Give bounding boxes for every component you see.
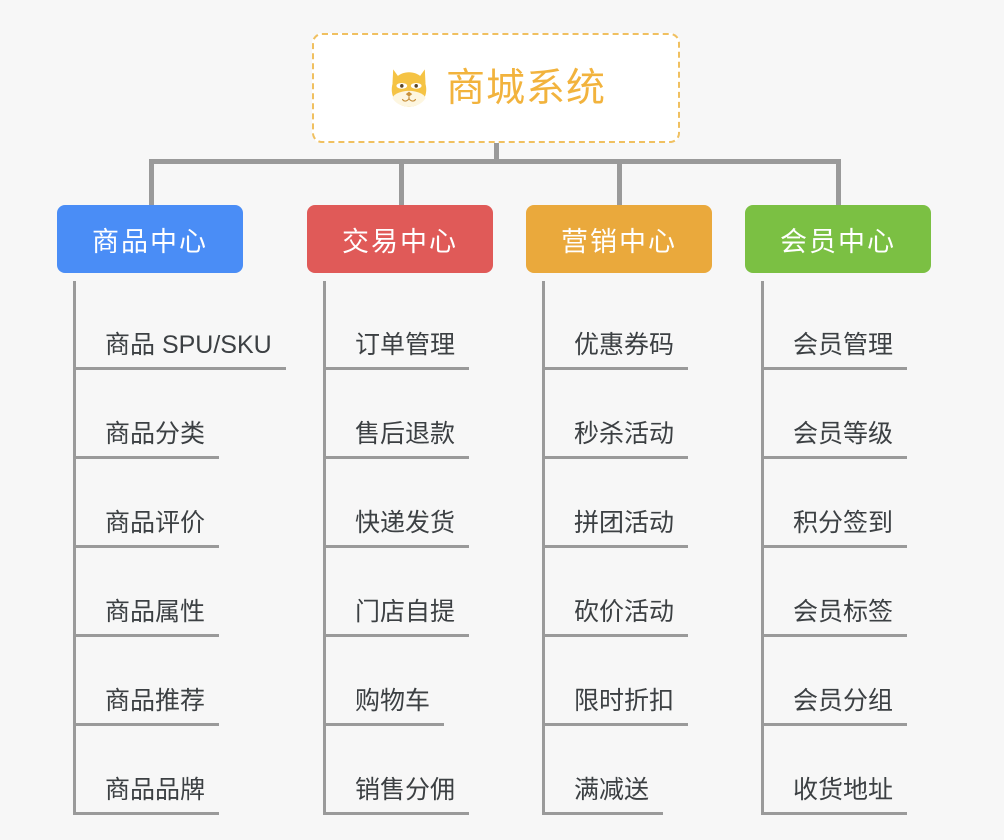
leaf-label: 优惠券码	[542, 333, 689, 370]
leaf-label: 秒杀活动	[542, 422, 689, 459]
category-header-member-center[interactable]: 会员中心	[745, 205, 931, 273]
leaf-spine	[761, 281, 764, 815]
connector-drop-product-center	[149, 159, 154, 207]
root-node-title: 商城系统	[445, 66, 606, 110]
leaf-item-limited-time-discount[interactable]: 限时折扣	[542, 637, 712, 726]
leaf-item-points-checkin[interactable]: 积分签到	[761, 459, 931, 548]
leaf-item-after-sales-refund[interactable]: 售后退款	[323, 370, 493, 459]
leaf-item-bargain-activity[interactable]: 砍价活动	[542, 548, 712, 637]
leaf-spine	[323, 281, 326, 815]
leaf-item-product-category[interactable]: 商品分类	[73, 370, 286, 459]
leaf-item-member-management[interactable]: 会员管理	[761, 281, 931, 370]
leaf-item-sales-commission[interactable]: 销售分佣	[323, 726, 493, 815]
connector-drop-member-center	[836, 159, 841, 207]
leaf-label: 门店自提	[323, 600, 470, 637]
leaf-item-member-group[interactable]: 会员分组	[761, 637, 931, 726]
leaf-item-product-review[interactable]: 商品评价	[73, 459, 286, 548]
branch-product-center: 商品中心 商品 SPU/SKU 商品分类 商品评价 商品属性 商品推荐 商品品牌	[57, 205, 286, 815]
leaf-label: 商品评价	[73, 511, 220, 548]
category-title: 营销中心	[561, 226, 677, 257]
leaf-label: 订单管理	[323, 333, 470, 370]
branch-member-center: 会员中心 会员管理 会员等级 积分签到 会员标签 会员分组 收货地址	[745, 205, 931, 815]
leaf-label: 满减送	[542, 778, 664, 815]
leaf-list-member-center: 会员管理 会员等级 积分签到 会员标签 会员分组 收货地址	[761, 273, 931, 815]
leaf-label: 收货地址	[761, 778, 908, 815]
leaf-item-product-spu-sku[interactable]: 商品 SPU/SKU	[73, 281, 286, 370]
leaf-label: 拼团活动	[542, 511, 689, 548]
leaf-label: 销售分佣	[323, 778, 470, 815]
leaf-spine	[542, 281, 545, 815]
leaf-label: 商品属性	[73, 600, 220, 637]
leaf-label: 会员标签	[761, 600, 908, 637]
leaf-item-product-attribute[interactable]: 商品属性	[73, 548, 286, 637]
leaf-item-full-reduction-gift[interactable]: 满减送	[542, 726, 712, 815]
leaf-item-shopping-cart[interactable]: 购物车	[323, 637, 493, 726]
leaf-spine	[73, 281, 76, 815]
connector-drop-transaction-center	[399, 159, 404, 207]
leaf-label: 限时折扣	[542, 689, 689, 726]
leaf-label: 商品 SPU/SKU	[73, 333, 286, 370]
connector-drop-marketing-center	[617, 159, 622, 207]
leaf-item-coupon-code[interactable]: 优惠券码	[542, 281, 712, 370]
connector-horizontal-bus	[149, 159, 841, 164]
category-title: 商品中心	[92, 226, 208, 257]
leaf-list-product-center: 商品 SPU/SKU 商品分类 商品评价 商品属性 商品推荐 商品品牌	[73, 273, 286, 815]
shiba-inu-dog-face-icon	[391, 69, 427, 107]
connector-root-stem	[494, 143, 499, 163]
leaf-item-member-tag[interactable]: 会员标签	[761, 548, 931, 637]
leaf-label: 购物车	[323, 689, 445, 726]
leaf-item-product-recommendation[interactable]: 商品推荐	[73, 637, 286, 726]
leaf-label: 商品品牌	[73, 778, 220, 815]
leaf-item-store-pickup[interactable]: 门店自提	[323, 548, 493, 637]
leaf-label: 会员管理	[761, 333, 908, 370]
branch-marketing-center: 营销中心 优惠券码 秒杀活动 拼团活动 砍价活动 限时折扣 满减送	[526, 205, 712, 815]
category-header-product-center[interactable]: 商品中心	[57, 205, 243, 273]
leaf-item-member-level[interactable]: 会员等级	[761, 370, 931, 459]
leaf-item-group-buying[interactable]: 拼团活动	[542, 459, 712, 548]
category-header-transaction-center[interactable]: 交易中心	[307, 205, 493, 273]
leaf-label: 商品推荐	[73, 689, 220, 726]
leaf-label: 商品分类	[73, 422, 220, 459]
leaf-item-express-shipping[interactable]: 快递发货	[323, 459, 493, 548]
leaf-label: 砍价活动	[542, 600, 689, 637]
category-title: 会员中心	[780, 226, 896, 257]
leaf-label: 售后退款	[323, 422, 470, 459]
leaf-item-order-management[interactable]: 订单管理	[323, 281, 493, 370]
leaf-label: 快递发货	[323, 511, 470, 548]
root-node-mall-system[interactable]: 商城系统	[312, 33, 680, 143]
leaf-list-transaction-center: 订单管理 售后退款 快递发货 门店自提 购物车 销售分佣	[323, 273, 493, 815]
category-title: 交易中心	[342, 226, 458, 257]
leaf-label: 积分签到	[761, 511, 908, 548]
branch-transaction-center: 交易中心 订单管理 售后退款 快递发货 门店自提 购物车 销售分佣	[307, 205, 493, 815]
leaf-item-flash-sale[interactable]: 秒杀活动	[542, 370, 712, 459]
leaf-item-shipping-address[interactable]: 收货地址	[761, 726, 931, 815]
leaf-item-product-brand[interactable]: 商品品牌	[73, 726, 286, 815]
leaf-list-marketing-center: 优惠券码 秒杀活动 拼团活动 砍价活动 限时折扣 满减送	[542, 273, 712, 815]
leaf-label: 会员等级	[761, 422, 908, 459]
category-header-marketing-center[interactable]: 营销中心	[526, 205, 712, 273]
leaf-label: 会员分组	[761, 689, 908, 726]
